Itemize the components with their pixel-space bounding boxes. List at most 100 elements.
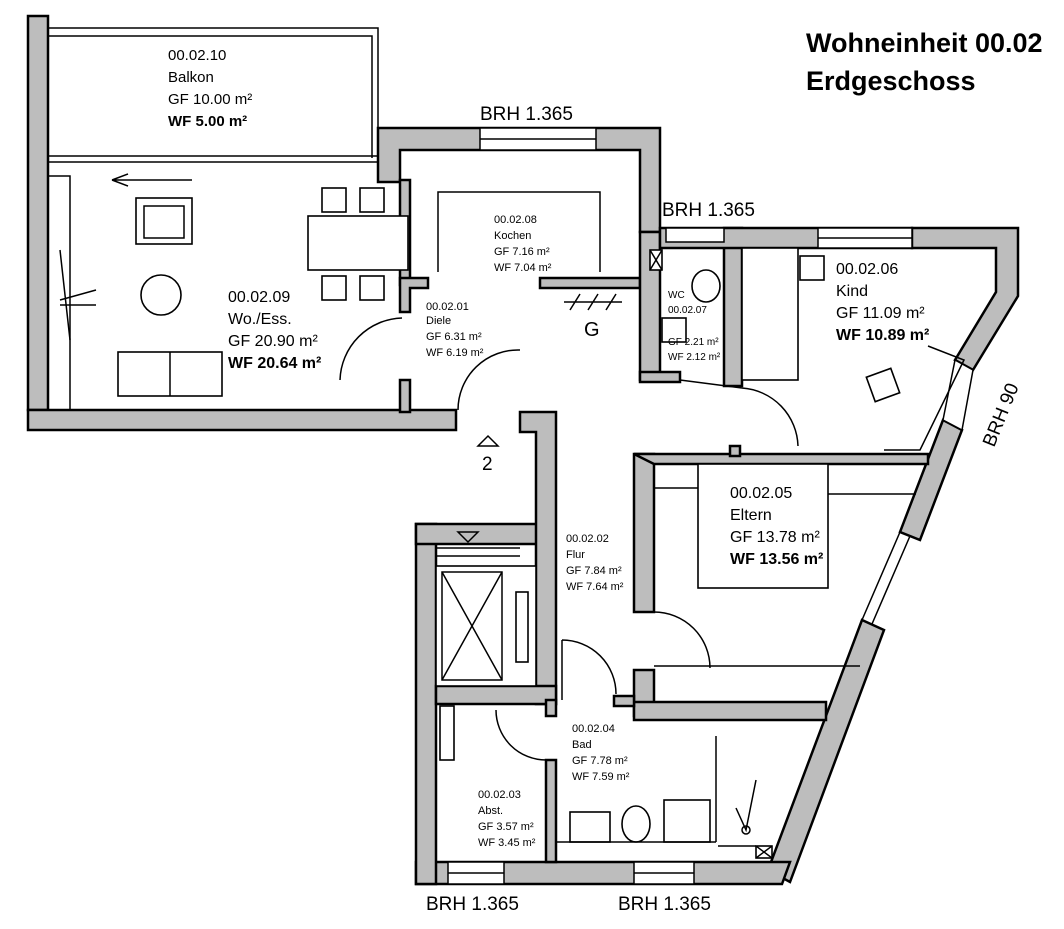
wall-kitchen-wc — [538, 276, 642, 290]
chair — [359, 275, 385, 301]
windows — [48, 127, 974, 885]
svg-text:WF 7.59 m²: WF 7.59 m² — [572, 771, 630, 783]
gas-label: G — [584, 319, 600, 341]
pillow-kind — [799, 255, 825, 281]
svg-text:00.02.02: 00.02.02 — [566, 533, 609, 545]
brh-label-wc: BRH 1.365 — [662, 200, 755, 221]
window-side — [942, 358, 974, 432]
svg-text:Abst.: Abst. — [478, 805, 503, 817]
svg-text:WF 2.12 m²: WF 2.12 m² — [668, 352, 721, 363]
svg-text:WF 3.45 m²: WF 3.45 m² — [478, 837, 536, 849]
svg-text:WF 6.19 m²: WF 6.19 m² — [426, 347, 484, 359]
tv-lines — [59, 249, 97, 341]
svg-text:00.02.06: 00.02.06 — [836, 261, 898, 278]
svg-text:Eltern: Eltern — [730, 507, 772, 524]
balcony-rail — [48, 27, 379, 158]
bath-toilet — [621, 805, 651, 843]
room-label-diele: 00.02.01 Diele GF 6.31 m² WF 6.19 m² — [426, 301, 484, 359]
entrance-arrow-icon — [476, 434, 500, 447]
svg-text:WF 5.00 m²: WF 5.00 m² — [168, 113, 247, 130]
svg-text:Diele: Diele — [426, 315, 451, 327]
door-entrance — [457, 349, 521, 411]
svg-text:00.02.04: 00.02.04 — [572, 723, 615, 735]
svg-text:GF 20.90 m²: GF 20.90 m² — [228, 333, 318, 350]
svg-text:GF 11.09 m²: GF 11.09 m² — [836, 305, 925, 322]
brh-label-top: BRH 1.365 — [480, 104, 573, 125]
unit-title: Wohneinheit 00.02 — [806, 28, 1043, 58]
wall-wc-bottom — [638, 370, 682, 384]
round-table — [140, 274, 182, 316]
svg-text:WF 13.56 m²: WF 13.56 m² — [730, 551, 823, 568]
wall-right-slant-middle — [898, 418, 964, 542]
svg-text:GF 7.16 m²: GF 7.16 m² — [494, 246, 550, 258]
door-abst — [495, 709, 547, 761]
elevator-door — [436, 547, 520, 557]
door-eltern — [653, 611, 711, 669]
window-eltern-slant — [861, 531, 911, 625]
svg-text:00.02.08: 00.02.08 — [494, 214, 537, 226]
wall-diele-left-stub — [398, 276, 430, 314]
room-label-flur: 00.02.02 Flur GF 7.84 m² WF 7.64 m² — [566, 533, 624, 593]
room-label-eltern: 00.02.05 Eltern GF 13.78 m² WF 13.56 m² — [730, 485, 823, 568]
chair — [321, 275, 347, 301]
elevator-arrow-icon — [456, 531, 480, 544]
wall-diele-left-stub2 — [398, 378, 412, 414]
wall-left-outer — [26, 14, 50, 412]
svg-text:WF 10.89 m²: WF 10.89 m² — [836, 327, 929, 344]
door-wc-leaf — [679, 379, 743, 389]
wall-door-stub — [612, 694, 636, 708]
room-label-kochen: 00.02.08 Kochen GF 7.16 m² WF 7.04 m² — [494, 214, 552, 274]
wall-elevator-bottom — [434, 684, 558, 706]
furniture — [59, 173, 966, 859]
chair-kind — [865, 367, 901, 403]
svg-text:Flur: Flur — [566, 549, 585, 561]
arrow-left-icon — [111, 173, 192, 187]
svg-text:GF 10.00 m²: GF 10.00 m² — [168, 91, 252, 108]
room-label-kind: 00.02.06 Kind GF 11.09 m² WF 10.89 m² — [836, 261, 929, 344]
kitchen-counter — [437, 191, 601, 272]
svg-text:00.02.09: 00.02.09 — [228, 289, 290, 306]
room-label-bad: 00.02.04 Bad GF 7.78 m² WF 7.59 m² — [572, 723, 630, 783]
wc-sink — [661, 317, 687, 343]
gas-icon — [564, 293, 622, 311]
svg-text:00.02.07: 00.02.07 — [668, 305, 707, 316]
floor-title: Erdgeschoss — [806, 66, 976, 96]
svg-text:GF 7.78 m²: GF 7.78 m² — [572, 755, 628, 767]
room-label-balkon: 00.02.10 Balkon GF 10.00 m² WF 5.00 m² — [168, 47, 252, 130]
room-label-wohnen: 00.02.09 Wo./Ess. GF 20.90 m² WF 20.64 m… — [228, 289, 321, 372]
toilet — [691, 269, 721, 303]
room-label-wc: WC 00.02.07 GF 2.21 m² WF 2.12 m² — [668, 290, 721, 363]
bath-cabinet — [663, 799, 711, 843]
abst-shelf — [439, 705, 455, 761]
svg-text:00.02.01: 00.02.01 — [426, 301, 469, 313]
door-bad — [561, 639, 617, 700]
bath-sink — [569, 811, 611, 843]
wall-wc-door-stub — [728, 444, 742, 458]
brh-label-bottom-right: BRH 1.365 — [618, 894, 711, 915]
chair — [359, 187, 385, 213]
wall-stair-left — [414, 522, 438, 886]
desk-kind — [884, 345, 966, 451]
svg-text:GF 6.31 m²: GF 6.31 m² — [426, 331, 482, 343]
svg-text:Bad: Bad — [572, 739, 592, 751]
wall-wc-right — [722, 226, 744, 388]
svg-text:GF 2.21 m²: GF 2.21 m² — [668, 337, 719, 348]
svg-text:GF 7.84 m²: GF 7.84 m² — [566, 565, 622, 577]
svg-text:GF 3.57 m²: GF 3.57 m² — [478, 821, 534, 833]
wall-eltern-bottom — [632, 700, 828, 722]
wardrobe-lines — [654, 487, 916, 667]
wall-abst-bad — [544, 758, 558, 864]
door-kind — [741, 387, 799, 447]
wall-kind-right — [910, 226, 1020, 372]
svg-text:WF 7.64 m²: WF 7.64 m² — [566, 581, 624, 593]
dining-table — [307, 215, 409, 271]
svg-text:Wo./Ess.: Wo./Ess. — [228, 311, 292, 328]
svg-text:Balkon: Balkon — [168, 69, 214, 86]
chair — [321, 187, 347, 213]
window-wc — [665, 227, 725, 243]
entrance-number: 2 — [482, 454, 493, 475]
shower-drain — [735, 779, 757, 833]
window-living — [48, 175, 71, 410]
door-swings — [339, 317, 799, 761]
